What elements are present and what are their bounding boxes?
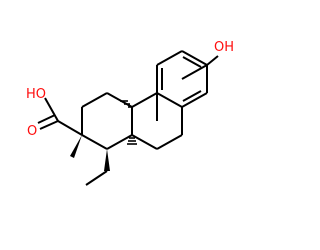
molecule-structure: OH HO O [26,40,234,186]
hashed-wedge-top [120,100,132,108]
bond-ring-c-2 [81,92,108,108]
ring-c [81,92,133,150]
acid-hydroxyl-label: HO [26,87,46,102]
carboxylic-acid-group [37,97,83,136]
bond-ring-a-double-2 [182,90,202,102]
bond-ring-b-6 [131,92,158,108]
bond-c-o-double-2 [37,114,56,124]
bond-ethyl-ch2-ch3 [85,170,108,186]
bond-ring-b-4 [131,134,158,150]
methyl-wedge-bond [70,135,82,158]
bond-ring-a-double-1 [182,56,202,68]
aromatic-ring [156,50,208,108]
bond-ring-c-4 [81,134,108,150]
bond-ring-a-7 [181,50,208,66]
bond-ring-c-1 [106,92,133,108]
bond-ring-a-3 [181,92,208,108]
bond-c-cooh [57,120,83,136]
ethyl-wedge-bond [104,149,110,171]
bond-ring-a-1 [181,64,208,80]
bond-ring-a-6 [156,50,183,66]
hydroxyl-label: OH [214,40,234,55]
carbonyl-oxygen-label: O [27,124,37,139]
bond-c-oh [206,55,219,66]
bond-c-oh-acid [44,97,59,122]
hashed-wedge-bottom [127,137,137,145]
bond-c-o-double-1 [39,120,59,130]
ring-b [131,92,183,150]
bond-ring-a-4 [156,92,183,108]
structure-canvas: OH HO O [26,40,234,186]
bond-ring-b-3 [156,134,183,150]
bond-ring-c-5 [106,134,133,150]
